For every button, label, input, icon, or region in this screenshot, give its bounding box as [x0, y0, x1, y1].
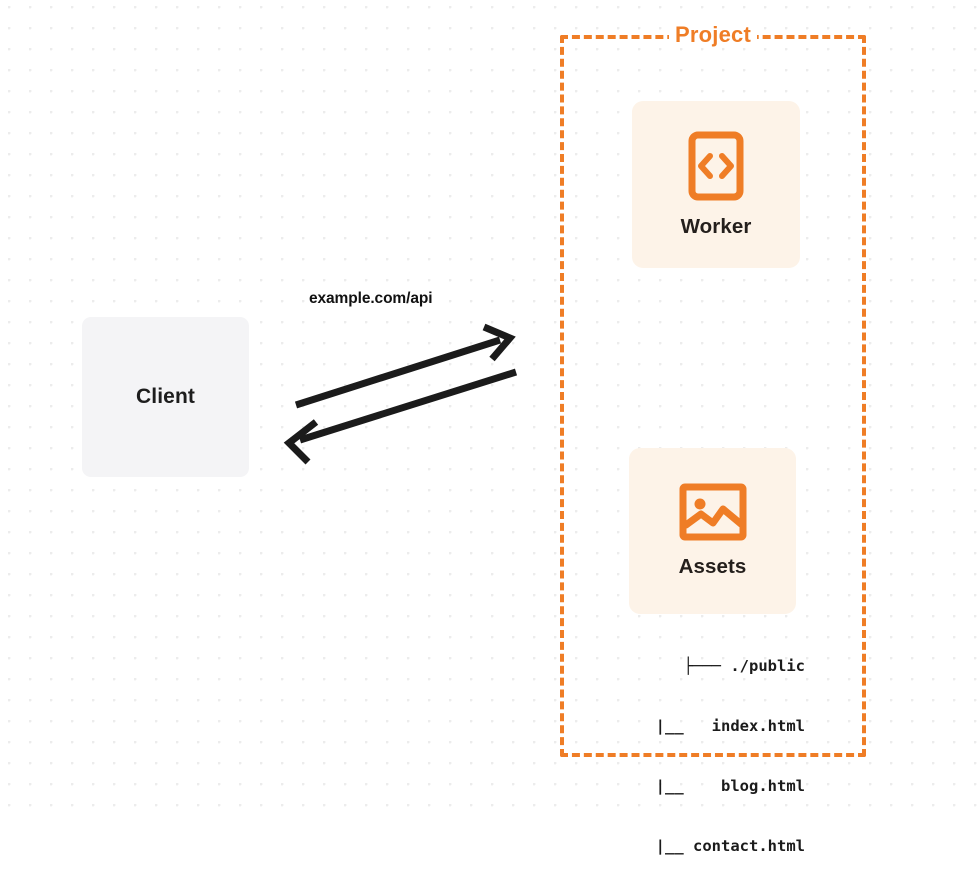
connection-arrows — [283, 323, 518, 465]
client-node[interactable]: Client — [82, 317, 249, 477]
arrow-left-icon — [283, 368, 518, 465]
assets-node[interactable]: Assets — [629, 448, 796, 614]
worker-node-label: Worker — [680, 214, 752, 238]
tree-row: |__ index.html — [618, 717, 805, 735]
diagram-canvas: Client example.com/api Project Worker — [0, 0, 980, 855]
tree-row: ├─── ./public — [683, 657, 805, 675]
project-boundary: Project — [560, 22, 866, 757]
image-picture-icon — [679, 483, 746, 541]
assets-node-label: Assets — [678, 555, 747, 578]
arrow-right-icon — [294, 323, 516, 409]
client-node-label: Client — [136, 385, 195, 408]
project-title: Project — [669, 22, 757, 48]
code-brackets-icon — [688, 131, 744, 200]
worker-node[interactable]: Worker — [632, 101, 800, 268]
tree-row: |__ blog.html — [618, 777, 805, 795]
tree-row: |__ contact.html — [618, 837, 805, 855]
asset-file-tree: ├─── ./public |__ index.html |__ blog.ht… — [600, 616, 805, 896]
connection-label: example.com/api — [309, 290, 433, 307]
